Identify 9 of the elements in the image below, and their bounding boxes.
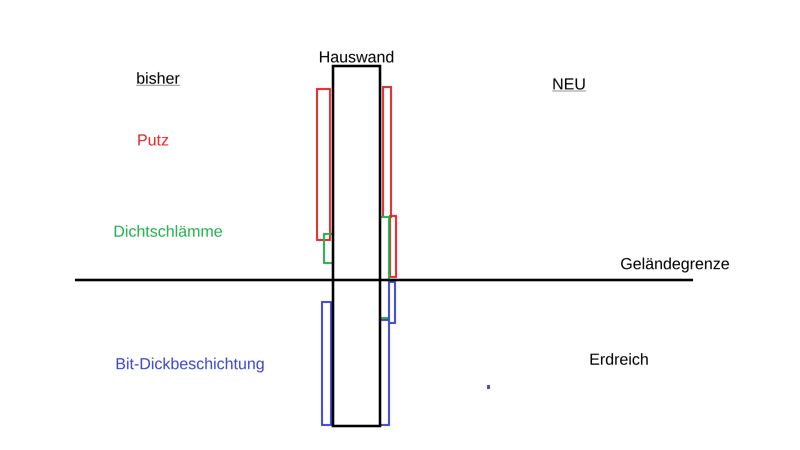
layer-label: Putz <box>138 134 168 146</box>
wall-heading: Hauswand <box>320 50 394 63</box>
column-heading: bisher <box>136 72 180 86</box>
wall-box <box>320 50 394 428</box>
layer-label: Bit-Dickbeschichtung <box>116 358 264 372</box>
layer-label: Dichtschlämme <box>114 225 222 237</box>
column-heading: NEU <box>552 78 586 92</box>
area-label: Erdreich <box>590 353 648 365</box>
boundary-label: Geländegrenze <box>621 258 729 272</box>
